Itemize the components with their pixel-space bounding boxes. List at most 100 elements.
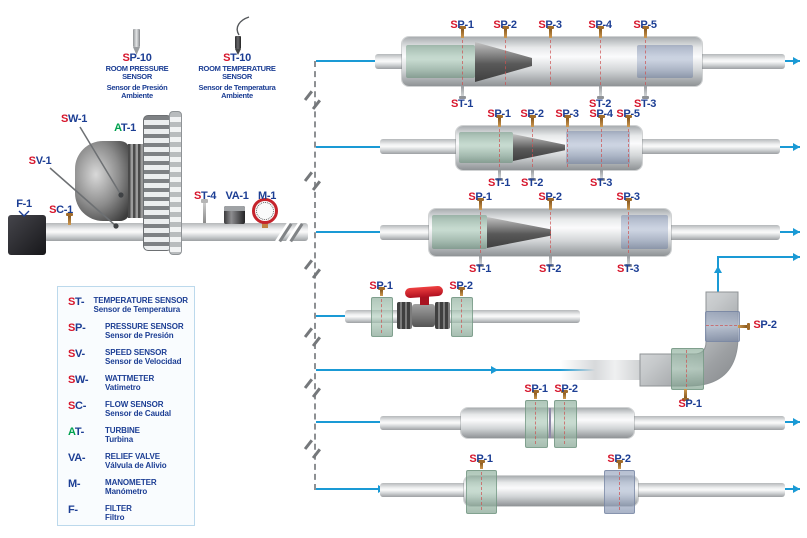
- elbow-tap-block-outlet: [705, 311, 740, 342]
- legend-item: SW- WATTMETER Vatimetro: [68, 374, 188, 392]
- pressure-tap: [597, 26, 604, 38]
- legend-es: Sensor de Caudal: [105, 409, 171, 418]
- flow-arrow: [793, 228, 800, 236]
- tap-label: SP-1: [468, 191, 492, 203]
- tap-label: SP-3: [555, 108, 579, 120]
- valve-tap-block-right: [451, 297, 473, 337]
- pressure-tap: [684, 389, 687, 398]
- elbow-tap-block-inlet: [671, 348, 704, 390]
- pressure-tap: [459, 26, 466, 38]
- legend-code: SC-: [68, 400, 87, 412]
- legend-item: SP- PRESSURE SENSOR Sensor de Presión: [68, 322, 188, 340]
- break-mark: [303, 90, 313, 101]
- legend-en: TURBINE: [105, 426, 140, 435]
- flow-arrow: [793, 253, 800, 261]
- tap-line: [619, 472, 620, 510]
- break-mark: [303, 327, 313, 338]
- tap-line: [481, 472, 482, 510]
- tap-line: [535, 402, 536, 444]
- filter-box: [8, 215, 46, 255]
- label-sw1: SW-1: [60, 113, 88, 125]
- pressure-tap: [547, 26, 554, 38]
- tap-line: [381, 299, 382, 333]
- label-f1: F-1: [16, 198, 32, 210]
- temperature-tap: [529, 170, 536, 181]
- room-temperature-line3: Sensor de Temperatura: [198, 83, 276, 92]
- tap-label: SP-4: [589, 108, 613, 120]
- temperature-tap: [598, 170, 605, 181]
- legend-code: SW-: [68, 374, 89, 386]
- pressure-tap: [547, 198, 554, 210]
- turbine-rim: [169, 111, 182, 255]
- room-pressure-line1: ROOM PRESSURE: [105, 64, 169, 73]
- flow-line-elbow-out: [717, 256, 800, 258]
- tap-label: SP-3: [616, 191, 640, 203]
- legend-item: M- MANOMETER Manómetro: [68, 478, 188, 496]
- tap-label: ST-3: [633, 98, 657, 110]
- tap-label: ST-1: [487, 177, 511, 189]
- legend-code: F-: [68, 504, 78, 516]
- pressure-tap: [642, 26, 649, 38]
- temperature-probe-st4: [203, 202, 206, 223]
- tap-line: [567, 129, 568, 167]
- tap-label: ST-3: [589, 177, 613, 189]
- legend-item: AT- TURBINE Turbina: [68, 426, 188, 444]
- tap-label: ST-2: [520, 177, 544, 189]
- label-va1: VA-1: [225, 190, 249, 202]
- temperature-tap: [496, 170, 503, 181]
- tap-label: ST-3: [616, 263, 640, 275]
- tap-label: SP-1: [524, 383, 548, 395]
- room-temperature-code: ST-10: [223, 52, 251, 64]
- pressure-tap: [378, 287, 385, 296]
- tap-label: SP-2: [493, 19, 517, 31]
- legend-es: Válvula de Alivio: [105, 461, 167, 470]
- flow-line-elbow-up: [717, 258, 719, 306]
- break-mark: [303, 378, 313, 389]
- tap-label: ST-2: [538, 263, 562, 275]
- room-temperature-line4: Ambiente: [221, 91, 253, 100]
- room-pressure-line3: Sensor de Presión: [106, 83, 168, 92]
- tap-label: SP-5: [616, 108, 640, 120]
- pressure-tap: [496, 115, 503, 127]
- temperature-tap: [625, 256, 632, 267]
- manometer-dial: [256, 202, 274, 220]
- legend-en: PRESSURE SENSOR: [105, 322, 184, 331]
- pressure-tap: [477, 198, 484, 210]
- pressure-tap: [616, 460, 623, 469]
- tap-line: [532, 129, 533, 167]
- tap-line: [706, 325, 737, 326]
- venturi-2-outlet-sleeve: [566, 131, 630, 164]
- valve-handle: [404, 285, 444, 299]
- valve-coupling-right: [435, 302, 450, 329]
- room-temperature-line1: ROOM TEMPERATURE: [198, 64, 276, 73]
- legend-item: SV- SPEED SENSOR Sensor de Velocidad: [68, 348, 188, 366]
- label-at1: AT-1: [114, 122, 136, 134]
- legend-en: FLOW SENSOR: [105, 400, 164, 409]
- legend-es: Vatimetro: [105, 383, 141, 392]
- legend-es: Manómetro: [105, 487, 148, 496]
- tap-label: ST-1: [468, 263, 492, 275]
- motor-ribs: [128, 144, 144, 218]
- legend-code: ST-: [68, 296, 85, 308]
- legend-code: M-: [68, 478, 81, 490]
- flow-arrow: [491, 366, 498, 374]
- tap-line: [628, 212, 629, 253]
- temperature-tap: [459, 86, 466, 99]
- break-mark: [303, 259, 313, 270]
- tap-line: [600, 40, 601, 85]
- label-m1: M-1: [257, 190, 277, 202]
- legend-en: WATTMETER: [105, 374, 155, 383]
- tap-line: [601, 129, 602, 167]
- break-mark: [303, 439, 313, 450]
- pressure-tap: [625, 115, 632, 127]
- break-mark: [303, 171, 313, 182]
- legend-item: VA- RELIEF VALVE Válvula de Alivio: [68, 452, 188, 470]
- legend-en: TEMPERATURE SENSOR: [93, 296, 188, 305]
- elbow-inlet-pipe: [560, 360, 660, 380]
- room-pressure-line2: SENSOR: [122, 72, 152, 81]
- flow-arrow: [793, 57, 800, 65]
- label-sc1: SC-1: [49, 204, 73, 216]
- flow-arrow: [793, 143, 800, 151]
- temperature-tap: [547, 256, 554, 267]
- tap-label: SP-2: [554, 383, 578, 395]
